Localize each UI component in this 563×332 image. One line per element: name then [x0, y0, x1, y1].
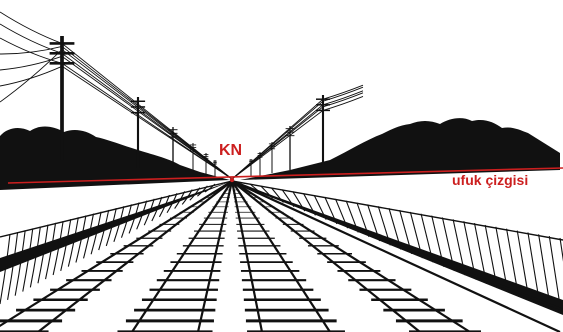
embankment-hatching-left [0, 184, 215, 304]
vanishing-point-dot [230, 178, 234, 182]
vanishing-point-label: KN [219, 142, 242, 160]
railway-sleepers [0, 181, 481, 332]
horizon-line-label: ufuk çizgisi [452, 172, 528, 188]
tree-line-right [240, 118, 560, 180]
